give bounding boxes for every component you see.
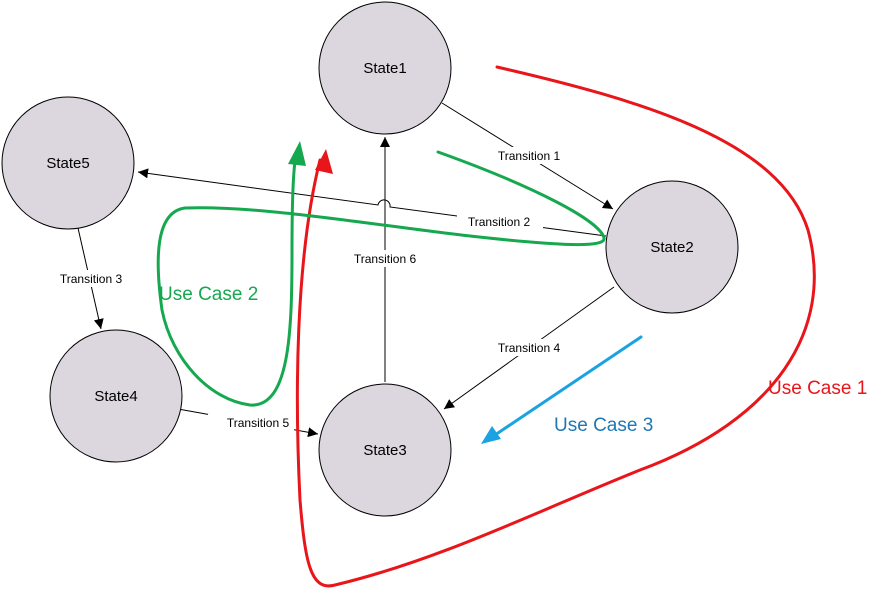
state-5[interactable]: State5 — [1, 96, 135, 230]
use-case-1-label: Use Case 1 — [768, 378, 867, 399]
transition-1-label: Transition 1 — [498, 149, 561, 163]
use-case-labels: Use Case 1 Use Case 2 Use Case 3 — [159, 284, 867, 436]
transition-2-label: Transition 2 — [468, 215, 531, 229]
use-cases — [156, 65, 816, 588]
state-4-label: State4 — [94, 388, 137, 405]
state-3-label: State3 — [363, 442, 406, 459]
transition-3-label: Transition 3 — [60, 272, 123, 286]
use-case-3-path — [493, 335, 643, 437]
use-case-1-path — [295, 65, 816, 588]
use-case-2-path — [156, 150, 606, 407]
state-3[interactable]: State3 — [318, 383, 452, 517]
state-5-label: State5 — [46, 155, 89, 172]
states: State1 State2 State3 State4 State5 — [1, 1, 739, 517]
use-case-2-label: Use Case 2 — [159, 284, 258, 305]
state-2-label: State2 — [650, 239, 693, 256]
transition-5-label: Transition 5 — [227, 416, 290, 430]
transition-labels: Transition 1 Transition 2 Transition 3 T… — [48, 147, 572, 431]
state-1[interactable]: State1 — [318, 1, 452, 135]
use-case-3-arrowhead — [481, 426, 501, 444]
transition-6-label: Transition 6 — [354, 252, 417, 266]
use-case-2-arrowhead — [288, 141, 306, 166]
state-1-label: State1 — [363, 60, 406, 77]
use-case-3-label: Use Case 3 — [554, 415, 653, 436]
state-4[interactable]: State4 — [49, 329, 183, 463]
use-case-1-arrowhead — [315, 149, 333, 174]
state-2[interactable]: State2 — [605, 180, 739, 314]
transition-4-label: Transition 4 — [498, 341, 561, 355]
